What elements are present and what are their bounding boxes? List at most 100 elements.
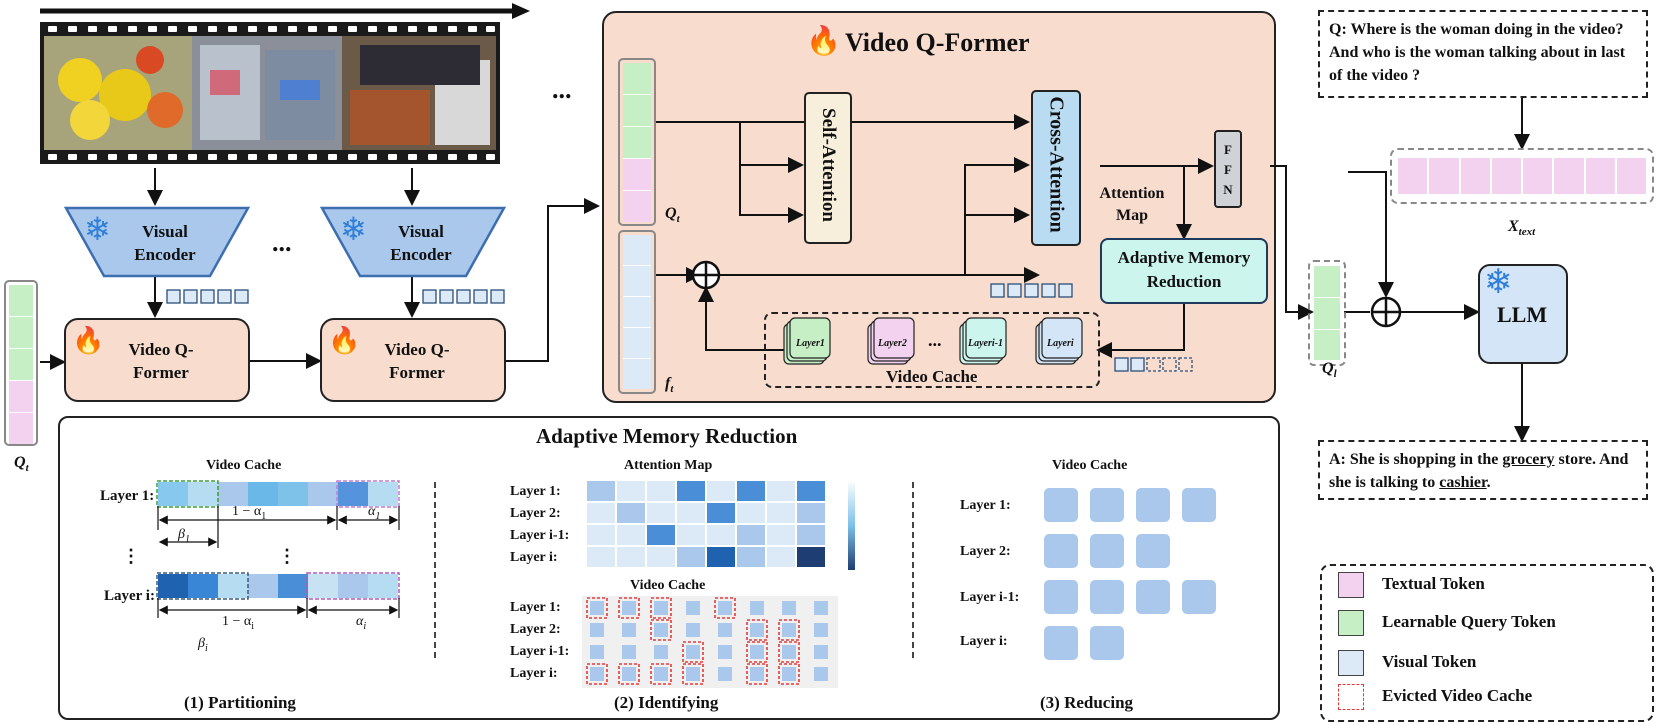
ffn-block: [1214, 130, 1242, 208]
partition-caption: (1) Partitioning: [184, 693, 296, 712]
attention-map-label: Attention Map: [1099, 185, 1165, 224]
identify-cache-row-4: Layer i:: [510, 666, 558, 681]
ql-token-column: [1308, 260, 1346, 366]
legend-swatch-visual: [1338, 650, 1364, 676]
detail-qt-label: Qt: [665, 205, 680, 226]
legend-swatch-learnable: [1338, 610, 1364, 636]
legend-label-evicted: Evicted Video Cache: [1382, 686, 1533, 705]
self-attention-block: [804, 92, 852, 244]
fire-icon: 🔥: [72, 326, 105, 355]
visual-encoder-2: [320, 206, 506, 278]
qt-label-left: Qt: [14, 454, 29, 475]
left-pipeline-arrows: [40, 168, 600, 370]
legend-swatch-evicted: [1338, 684, 1364, 710]
fire-icon: 🔥: [328, 326, 361, 355]
video-qformer-2-label: Video Q-Former: [384, 340, 450, 382]
snowflake-icon: ❄: [340, 211, 367, 247]
amr-block-label: Adaptive Memory Reduction: [1117, 248, 1251, 291]
visual-encoder-1: [64, 206, 250, 278]
detail-arrows: [656, 114, 1214, 358]
identify-map-row-2: Layer 2:: [510, 506, 561, 521]
detail-qt-column: [618, 58, 656, 226]
identify-cache-row-3: Layer i-1:: [510, 644, 570, 659]
identify-header-map: Attention Map: [624, 458, 713, 473]
partition-label-beta1: β1: [178, 527, 190, 545]
legend-label-textual: Textual Token: [1382, 574, 1485, 593]
detail-ft-column: [618, 230, 656, 394]
identify-cache-row-2: Layer 2:: [510, 622, 561, 637]
legend-swatch-textual: [1338, 572, 1364, 598]
cross-attention-label: Cross-Attention: [1045, 96, 1068, 233]
identify-caption: (2) Identifying: [614, 693, 719, 712]
partition-vdots-2: ⋮: [278, 546, 296, 566]
divider-2: [912, 482, 914, 658]
detail-visual-tokens: [990, 283, 1073, 298]
reduce-caption: (3) Reducing: [1040, 693, 1134, 712]
snowflake-icon: ❄: [84, 211, 111, 247]
amr-panel: [58, 416, 1280, 720]
partition-bars: [156, 480, 400, 618]
identify-map-row-1: Layer 1:: [510, 484, 561, 499]
xtext-token-bar: [1390, 148, 1654, 204]
partition-label-betai: βi: [198, 636, 208, 654]
cache-layer-2: Layer2: [878, 338, 907, 349]
ql-label: Ql: [1322, 360, 1337, 381]
legend-label-learnable: Learnable Query Token: [1382, 612, 1556, 631]
cross-attention-block: [1031, 90, 1081, 246]
identify-map-row-4: Layer i:: [510, 550, 558, 565]
answer-box: A: She is shopping in the grocery store.…: [1318, 440, 1648, 500]
llm-label: LLM: [1497, 302, 1548, 327]
visual-tokens-2: [422, 289, 505, 304]
ellipsis-top: ...: [552, 75, 572, 104]
evicted-tokens: [1114, 357, 1193, 372]
xtext-label: Xtext: [1508, 218, 1536, 239]
attention-heatmap: [586, 480, 855, 570]
cache-layer-i-1: Layeri-1: [968, 338, 1003, 349]
divider-1: [434, 482, 436, 658]
visual-encoder-2-label: Visual Encoder: [390, 222, 452, 264]
cache-layer-1: Layer1: [796, 338, 825, 349]
partition-label-alpha1: α1: [368, 504, 381, 522]
partition-header: Video Cache: [206, 458, 282, 473]
reduce-header: Video Cache: [1052, 458, 1128, 473]
qt-token-column: [4, 280, 38, 446]
identify-header-cache: Video Cache: [630, 578, 706, 593]
reduce-row-2: Layer 2:: [960, 544, 1011, 559]
ffn-label: F F N: [1223, 142, 1233, 197]
partition-label-1-alpha1: 1 − α1: [232, 504, 267, 522]
qformer-detail-panel: [602, 11, 1276, 403]
question-box: Q: Where is the woman doing in the video…: [1318, 10, 1648, 98]
evicted-cache-grid: [582, 596, 838, 688]
llm-block: [1478, 264, 1568, 364]
video-qformer-1-label: Video Q-Former: [128, 340, 194, 382]
ellipsis-encoders: ...: [272, 228, 292, 257]
visual-encoder-1-label: Visual Encoder: [134, 222, 196, 264]
right-arrows: [1270, 98, 1530, 442]
legend-label-visual: Visual Token: [1382, 652, 1477, 671]
fire-icon: 🔥: [806, 26, 841, 57]
cache-layer-stacks: [783, 317, 1083, 365]
snowflake-icon: ❄: [1484, 264, 1513, 301]
amr-block: [1100, 238, 1268, 304]
legend-box: [1320, 564, 1654, 722]
identify-cache-row-1: Layer 1:: [510, 600, 561, 615]
video-qformer-1: [64, 318, 250, 402]
reduce-row-4: Layer i:: [960, 634, 1008, 649]
amr-panel-title: Adaptive Memory Reduction: [536, 424, 798, 448]
video-cache-box: [764, 312, 1100, 388]
partition-row-1: Layer 1:: [100, 488, 155, 504]
cache-layer-dots: ...: [928, 330, 942, 350]
cache-layer-i: Layeri: [1047, 338, 1074, 349]
film-strip: [40, 3, 530, 164]
video-cache-label: Video Cache: [886, 367, 978, 386]
partition-row-i: Layer i:: [104, 588, 155, 604]
reduced-cache-grid: [1044, 488, 1216, 660]
reduce-row-3: Layer i-1:: [960, 590, 1020, 605]
self-attention-label: Self-Attention: [818, 108, 839, 222]
detail-ft-label: ft: [665, 375, 674, 396]
visual-tokens-1: [166, 289, 249, 304]
partition-label-1-alphai: 1 − αi: [222, 614, 255, 632]
qformer-detail-title: Video Q-Former: [845, 28, 1030, 57]
partition-vdots-1: ⋮: [122, 546, 140, 566]
reduce-row-1: Layer 1:: [960, 498, 1011, 513]
